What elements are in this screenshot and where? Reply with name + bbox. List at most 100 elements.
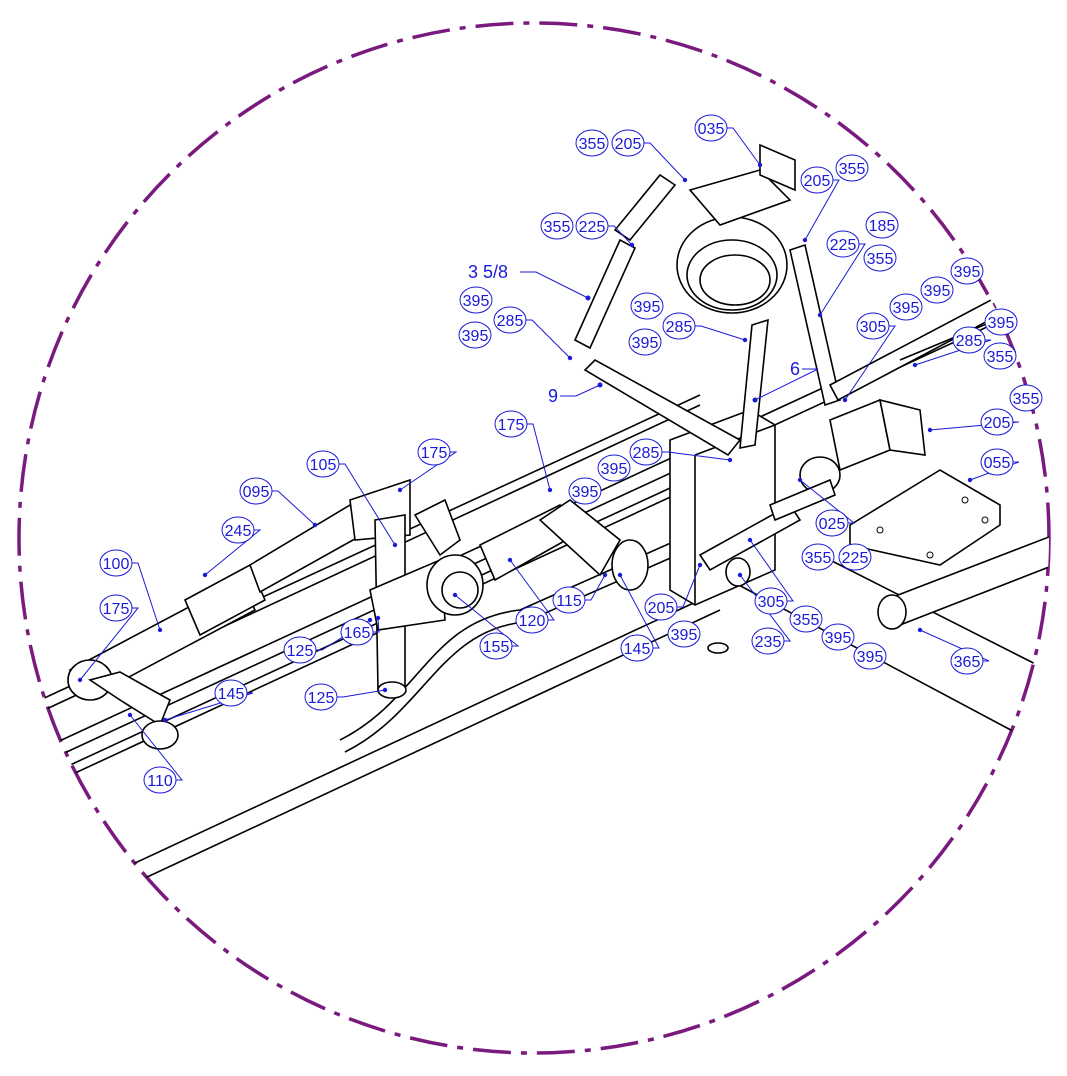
callout-number: 355 xyxy=(1013,391,1040,408)
callout-number: 305 xyxy=(758,594,785,611)
callout-bubble: 395 xyxy=(459,286,493,314)
callout-bubble: 095 xyxy=(239,477,273,505)
callout-circle xyxy=(889,293,923,321)
callout-bubble: 110 xyxy=(143,766,177,794)
callout-number: 395 xyxy=(634,299,661,316)
callout-number: 355 xyxy=(987,349,1014,366)
callout-circle xyxy=(515,606,549,634)
callout-bubble: 395 xyxy=(821,623,855,651)
callout-number: 245 xyxy=(225,523,252,540)
callout-circle xyxy=(754,587,788,615)
callout-number: 285 xyxy=(633,445,660,462)
callout-leader-dot xyxy=(397,487,403,493)
callout-circle xyxy=(611,129,645,157)
callout-leader-line xyxy=(642,142,686,181)
callout-circle xyxy=(340,618,374,646)
callout-number: 395 xyxy=(671,627,698,644)
callout-leader-line xyxy=(919,629,990,662)
dimension-label: 3 5/8 xyxy=(468,262,508,282)
callout-bubble: 055 xyxy=(980,448,1014,476)
callout-bubble: 175 xyxy=(99,594,133,622)
callout-bubble: 125 xyxy=(283,636,317,664)
callout-bubble: 025 xyxy=(815,509,849,537)
callout-bubble: 245 xyxy=(221,516,255,544)
callout-number: 395 xyxy=(924,283,951,300)
callout-leader-dot xyxy=(127,712,133,718)
dimension-arrow xyxy=(585,295,591,301)
callout-bubble: 155 xyxy=(479,632,513,660)
callout-leader-dot xyxy=(452,592,458,598)
callout-bubble: 115 xyxy=(552,586,586,614)
callout-number: 205 xyxy=(804,173,831,190)
callout-circle xyxy=(304,683,338,711)
callout-leader-line xyxy=(130,562,161,631)
dimension-label: 9 xyxy=(548,386,558,406)
callout-bubble: 205 xyxy=(611,129,645,157)
callout-leader-dot xyxy=(507,557,513,563)
callout-circle xyxy=(459,286,493,314)
callout-circle xyxy=(493,306,527,334)
callout-circle xyxy=(458,321,492,349)
callout-leader-dot xyxy=(617,572,623,578)
callout-bubble: 120 xyxy=(515,606,549,634)
callout-circle xyxy=(1009,384,1043,412)
callout-circle xyxy=(143,766,177,794)
callout-circle xyxy=(630,292,664,320)
dimension-labels: 3 5/8 6 9 xyxy=(468,262,819,406)
callout-leader-dot xyxy=(747,537,753,543)
callout-circle xyxy=(662,312,696,340)
callout-number: 355 xyxy=(839,161,866,178)
callout-number: 205 xyxy=(984,415,1011,432)
callout-leader-dot xyxy=(727,457,733,463)
callout-bubble: 105 xyxy=(306,450,340,478)
callout-bubble: 145 xyxy=(620,634,654,662)
callout-circle xyxy=(306,450,340,478)
callout-number: 205 xyxy=(615,136,642,153)
callout-leader-dot xyxy=(375,615,381,621)
callout-bubble: 285 xyxy=(952,326,986,354)
dimension-arrow xyxy=(597,382,603,388)
callout-circle xyxy=(838,543,872,571)
callout-circle xyxy=(863,244,897,272)
callout-bubble: 365 xyxy=(950,647,984,675)
callout-circle xyxy=(479,632,513,660)
callout-leader-dot xyxy=(547,487,553,493)
callout-number: 355 xyxy=(544,219,571,236)
callout-bubble: 395 xyxy=(853,642,887,670)
callout-bubble: 355 xyxy=(835,154,869,182)
callout-bubble: 395 xyxy=(458,321,492,349)
callout-circle xyxy=(575,212,609,240)
callout-number: 355 xyxy=(867,251,894,268)
callout-number: 355 xyxy=(793,612,820,629)
callout-leader-line xyxy=(270,490,316,526)
callout-leader-line xyxy=(725,127,761,166)
callout-bubble: 355 xyxy=(801,543,835,571)
callout-circle xyxy=(552,586,586,614)
callout-leader-dot xyxy=(312,522,318,528)
callout-leader-line xyxy=(525,423,551,491)
callout-number: 055 xyxy=(984,455,1011,472)
callout-number: 205 xyxy=(648,600,675,617)
callout-circle xyxy=(980,408,1014,436)
callout-circle xyxy=(99,594,133,622)
callout-leader-line xyxy=(749,539,794,602)
callout-leader-dot xyxy=(202,572,208,578)
callout-number: 175 xyxy=(498,417,525,434)
dimension-leader-line xyxy=(754,368,819,401)
callout-bubble: 355 xyxy=(540,212,574,240)
callout-circle xyxy=(984,308,1018,336)
callout-leader-line xyxy=(619,574,660,649)
callout-circle xyxy=(983,342,1017,370)
callout-leader-line xyxy=(844,325,896,401)
callout-number: 095 xyxy=(243,484,270,501)
callout-leader-dot xyxy=(382,687,388,693)
callout-circle xyxy=(620,634,654,662)
callout-leader-dot xyxy=(742,337,748,343)
callout-number: 395 xyxy=(572,484,599,501)
callout-leader-line xyxy=(524,319,571,359)
callout-leader-dot xyxy=(842,397,848,403)
callout-circle xyxy=(800,166,834,194)
callout-number: 395 xyxy=(893,300,920,317)
dimension-label: 6 xyxy=(790,359,800,379)
